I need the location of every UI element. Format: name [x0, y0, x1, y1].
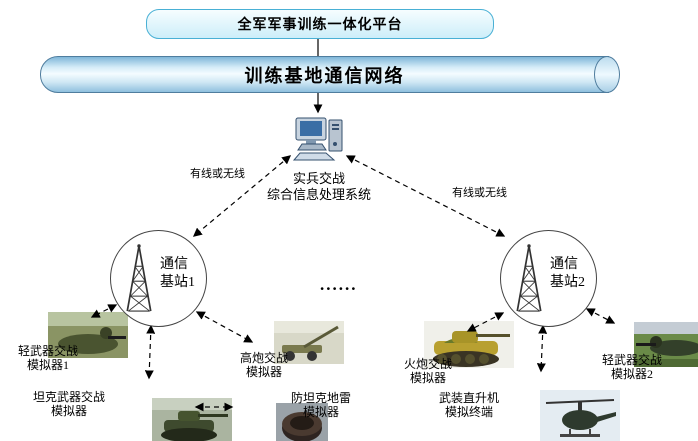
- label-line: 模拟终端: [444, 405, 493, 419]
- station-1-label-line2: 基站1: [160, 275, 195, 290]
- station-2-label-line2: 基站2: [550, 275, 585, 290]
- label-line: 模拟器: [50, 404, 87, 418]
- label-line: 高炮交战: [239, 351, 288, 365]
- anti-tank-mine-sim-label: 防坦克地雷 模拟器: [286, 391, 356, 419]
- platform-label: 全军军事训练一体化平台: [237, 18, 403, 33]
- label-line: 防坦克地雷: [290, 391, 351, 405]
- station-1-label-line1: 通信: [160, 257, 188, 272]
- antenna-tower-icon: [516, 244, 542, 312]
- tank-weapon-sim-label: 坦克武器交战 模拟器: [24, 390, 114, 418]
- label-line: 武装直升机: [438, 391, 499, 405]
- antenna-tower-icon: [126, 244, 152, 312]
- link-label-right: 有线或无线: [452, 187, 507, 199]
- light-weapon-sim-1-label: 轻武器交战 模拟器1: [2, 344, 94, 372]
- light-weapon-sim-2-label: 轻武器交战 模拟器2: [586, 353, 678, 381]
- helicopter-sim-photo: [540, 390, 620, 441]
- light-weapon-sim-1-photo: [48, 312, 128, 358]
- label-line: 轻武器交战: [17, 344, 78, 358]
- network-pipe-end-cap: [594, 56, 620, 93]
- label-line: 模拟器1: [26, 358, 69, 372]
- label-line: 模拟器: [245, 365, 282, 379]
- label-line: 模拟器: [302, 405, 339, 419]
- label-line: 火炮交战: [403, 357, 452, 371]
- helicopter-sim-label: 武装直升机 模拟终端: [434, 391, 504, 419]
- processor-label-line2: 综合信息处理系统: [266, 187, 371, 202]
- aa-gun-sim-photo: [274, 321, 344, 364]
- station-2-node: 通信 基站2: [500, 230, 597, 327]
- computer-icon: [292, 116, 346, 170]
- artillery-sim-label: 火炮交战 模拟器: [386, 357, 470, 385]
- network-pipe-label: 训练基地通信网络: [244, 65, 405, 86]
- network-pipe: 训练基地通信网络: [40, 56, 609, 93]
- anti-tank-mine-sim-photo: [276, 403, 328, 441]
- station-1-label: 通信 基站1: [160, 256, 195, 292]
- platform-node: 全军军事训练一体化平台: [146, 9, 494, 39]
- label-line: 坦克武器交战: [32, 390, 105, 404]
- processor-label: 实兵交战 综合信息处理系统: [248, 171, 390, 203]
- link-label-left: 有线或无线: [190, 168, 245, 180]
- station-1-node: 通信 基站1: [110, 230, 207, 327]
- light-weapon-sim-2-photo: [634, 322, 698, 367]
- ellipsis: ......: [320, 275, 358, 294]
- aa-gun-sim-label: 高炮交战 模拟器: [222, 351, 306, 379]
- label-line: 轻武器交战: [601, 353, 662, 367]
- label-line: 模拟器2: [610, 367, 653, 381]
- processor-label-line1: 实兵交战: [292, 171, 345, 186]
- artillery-sim-photo: [424, 321, 514, 368]
- station-2-label-line1: 通信: [550, 257, 578, 272]
- label-line: 模拟器: [409, 371, 446, 385]
- station-2-label: 通信 基站2: [550, 256, 585, 292]
